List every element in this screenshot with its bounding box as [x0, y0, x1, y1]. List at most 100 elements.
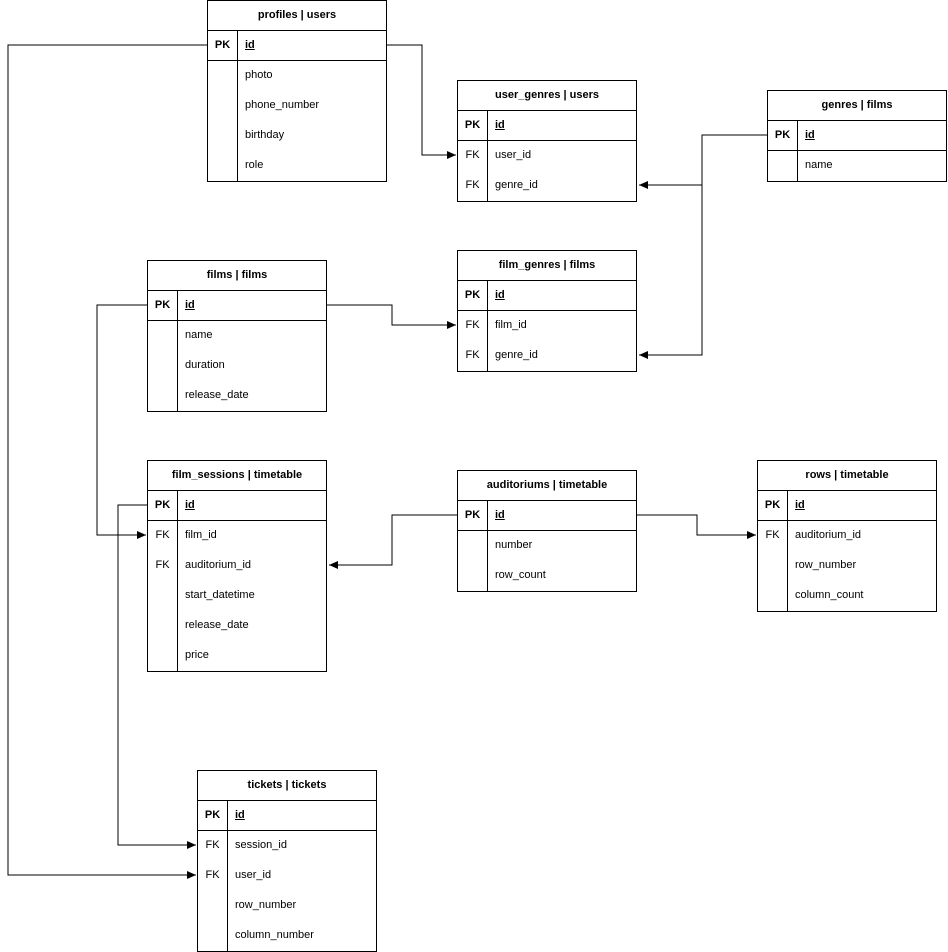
field-list: name	[768, 151, 946, 181]
field-name[interactable]: name	[185, 329, 213, 341]
field-name[interactable]: row_number	[795, 559, 857, 571]
field-name[interactable]: phone_number	[245, 99, 320, 111]
table-title: film_genres | films	[458, 251, 636, 281]
primary-key-row[interactable]: PK id	[458, 501, 636, 531]
field-name[interactable]: number	[495, 539, 533, 551]
field-name[interactable]: genre_id	[495, 179, 538, 191]
key-badge: FK	[205, 839, 220, 851]
name-column: photo phone_number birthday role	[238, 61, 386, 181]
field-name: id	[795, 499, 805, 511]
name-column: id	[178, 291, 326, 320]
name-column: user_id genre_id	[488, 141, 636, 201]
field-name: id	[495, 289, 505, 301]
name-column: id	[178, 491, 326, 520]
field-name[interactable]: user_id	[235, 869, 272, 881]
key-column: PK	[148, 491, 178, 520]
field-name[interactable]: user_id	[495, 149, 532, 161]
field-name[interactable]: film_id	[495, 319, 527, 331]
field-name[interactable]: start_datetime	[185, 589, 255, 601]
connector-auditoriums-rows	[637, 514, 756, 539]
key-badge: PK	[214, 39, 231, 51]
field-name[interactable]: row_number	[235, 899, 297, 911]
field-name[interactable]: film_id	[185, 529, 217, 541]
connector-genres-user-genres	[639, 134, 767, 189]
name-column: film_id genre_id	[488, 311, 636, 371]
field-name: id	[805, 129, 815, 141]
field-name: id	[495, 509, 505, 521]
key-badge: FK	[465, 179, 480, 191]
key-badge: PK	[464, 509, 481, 521]
key-badge	[758, 551, 787, 581]
key-column	[458, 531, 488, 591]
key-column	[208, 61, 238, 181]
field-name[interactable]: genre_id	[495, 349, 538, 361]
key-column	[148, 321, 178, 411]
key-badge	[768, 151, 797, 181]
field-name[interactable]: column_number	[235, 929, 314, 941]
field-name[interactable]: row_count	[495, 569, 546, 581]
key-badge	[208, 61, 237, 91]
field-name[interactable]: duration	[185, 359, 225, 371]
key-badge	[148, 581, 177, 611]
key-badge: PK	[464, 119, 481, 131]
field-name[interactable]: session_id	[235, 839, 287, 851]
name-column: id	[798, 121, 946, 150]
connector-films-film-sessions	[96, 304, 147, 539]
field-name[interactable]: auditorium_id	[185, 559, 252, 571]
table-title: auditoriums | timetable	[458, 471, 636, 501]
field-list: name duration release_date	[148, 321, 326, 411]
field-list: FK FK user_id genre_id	[458, 141, 636, 201]
primary-key-row[interactable]: PK id	[148, 491, 326, 521]
key-badge	[758, 581, 787, 611]
field-name[interactable]: price	[185, 649, 209, 661]
name-column: number row_count	[488, 531, 636, 591]
field-name[interactable]: auditorium_id	[795, 529, 862, 541]
key-badge: FK	[465, 149, 480, 161]
key-badge	[148, 641, 177, 671]
primary-key-row[interactable]: PK id	[758, 491, 936, 521]
key-badge: FK	[765, 529, 780, 541]
connector-auditoriums-film-sessions	[329, 514, 457, 569]
key-badge: PK	[204, 809, 221, 821]
key-badge	[208, 91, 237, 121]
field-name[interactable]: birthday	[245, 129, 285, 141]
field-name[interactable]: photo	[245, 69, 273, 81]
field-name[interactable]: release_date	[185, 619, 249, 631]
field-name[interactable]: column_count	[795, 589, 864, 601]
name-column: session_id user_id row_number column_number	[228, 831, 376, 951]
name-column: id	[788, 491, 936, 520]
field-name[interactable]: release_date	[185, 389, 249, 401]
table-title: films | films	[148, 261, 326, 291]
name-column: id	[488, 281, 636, 310]
table-title: profiles | users	[208, 1, 386, 31]
key-column: PK	[758, 491, 788, 520]
connector-profiles-user-genres	[387, 44, 456, 159]
field-name[interactable]: name	[805, 159, 833, 171]
key-badge: PK	[464, 289, 481, 301]
field-name: id	[185, 299, 195, 311]
field-list: FK auditorium_id row_number column_count	[758, 521, 936, 611]
key-badge	[148, 321, 177, 351]
key-badge	[148, 351, 177, 381]
primary-key-row[interactable]: PK id	[458, 281, 636, 311]
field-name: id	[185, 499, 195, 511]
field-name[interactable]: role	[245, 159, 264, 171]
